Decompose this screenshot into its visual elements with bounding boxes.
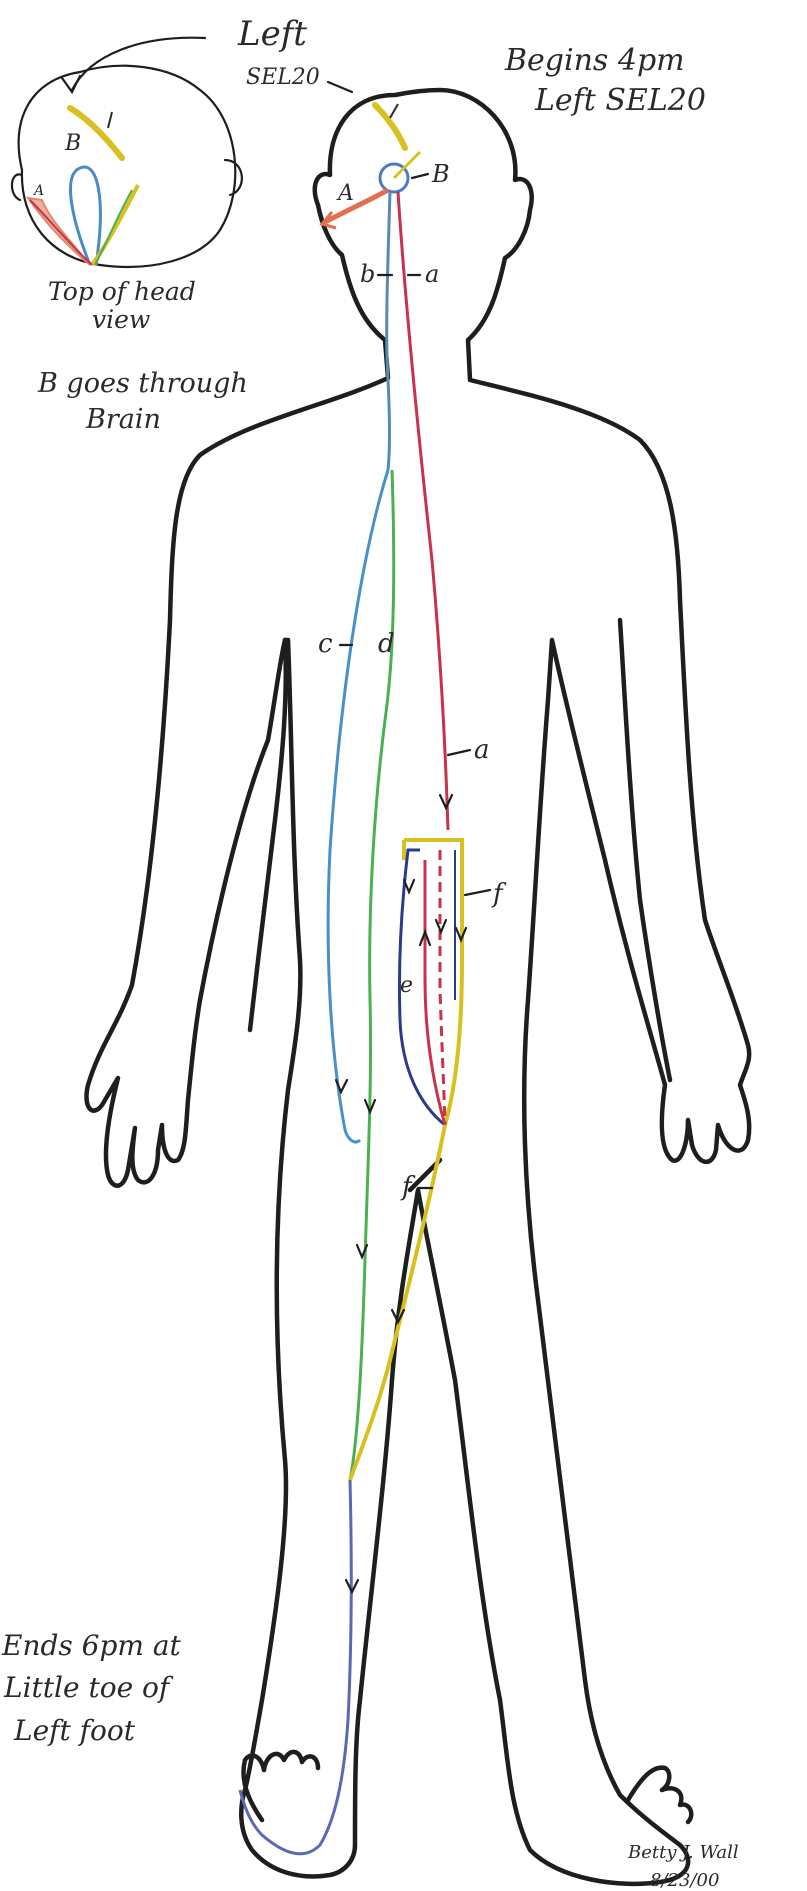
- body-silhouette: [86, 90, 749, 1884]
- path-c: [328, 470, 388, 1142]
- left-ear: [12, 174, 22, 200]
- label-a-dash-mid: [448, 750, 470, 755]
- label-f-top: f: [491, 879, 507, 909]
- begins-line-2: Left SEL20: [534, 83, 706, 118]
- pointer-arrowhead: [62, 76, 80, 92]
- top-view-label-a: A: [32, 183, 44, 199]
- top-of-head-view: B A: [12, 38, 242, 267]
- top-view-sel20-dash: [108, 112, 112, 128]
- branch-A-line: [325, 190, 388, 222]
- left-arm-inner: [250, 640, 286, 1030]
- begins-line-1: Begins 4pm: [504, 43, 685, 78]
- path-b: [387, 192, 390, 470]
- brain-note-1: B goes through: [37, 368, 248, 399]
- label-b: b: [360, 260, 375, 288]
- ends-line-1: Ends 6pm at: [1, 1629, 182, 1662]
- label-a-mid: a: [474, 735, 490, 765]
- sel20-pointer: [328, 82, 352, 92]
- left-foot-toes: [244, 1752, 318, 1820]
- path-lower-leg: [240, 1480, 351, 1854]
- label-f-dash: [465, 890, 490, 895]
- head-label-left: Left: [237, 14, 307, 54]
- top-view-caption-2: view: [92, 305, 150, 334]
- body-outline: [86, 90, 749, 1884]
- head-label-point: SEL20: [246, 65, 320, 90]
- label-e: e: [400, 973, 413, 998]
- top-view-label-b: B: [64, 131, 81, 156]
- label-d: d: [378, 629, 395, 659]
- label-A: A: [336, 181, 354, 206]
- label-B: B: [431, 160, 450, 188]
- path-a-inner-1: [425, 860, 445, 1125]
- sel20-dash: [390, 104, 398, 118]
- path-a-inner-2: [440, 850, 445, 1125]
- label-a-top: a: [425, 260, 439, 288]
- arrow-inner-left: [404, 880, 414, 892]
- top-view-caption-1: Top of head: [48, 277, 196, 306]
- path-d: [350, 470, 394, 1480]
- ends-line-2: Little toe of: [3, 1671, 174, 1704]
- pointer-arrow: [72, 38, 205, 90]
- path-a: [398, 192, 448, 830]
- signature: Betty J. Wall: [627, 1842, 739, 1863]
- signature-date: 8/23/00: [650, 1870, 719, 1891]
- ends-line-3: Left foot: [13, 1714, 136, 1747]
- label-c: c: [318, 629, 333, 659]
- brain-note-2: Brain: [85, 404, 161, 435]
- sel20-yellow-mark: [375, 105, 405, 148]
- label-B-dash: [412, 174, 428, 178]
- head-top-outline: [19, 66, 236, 267]
